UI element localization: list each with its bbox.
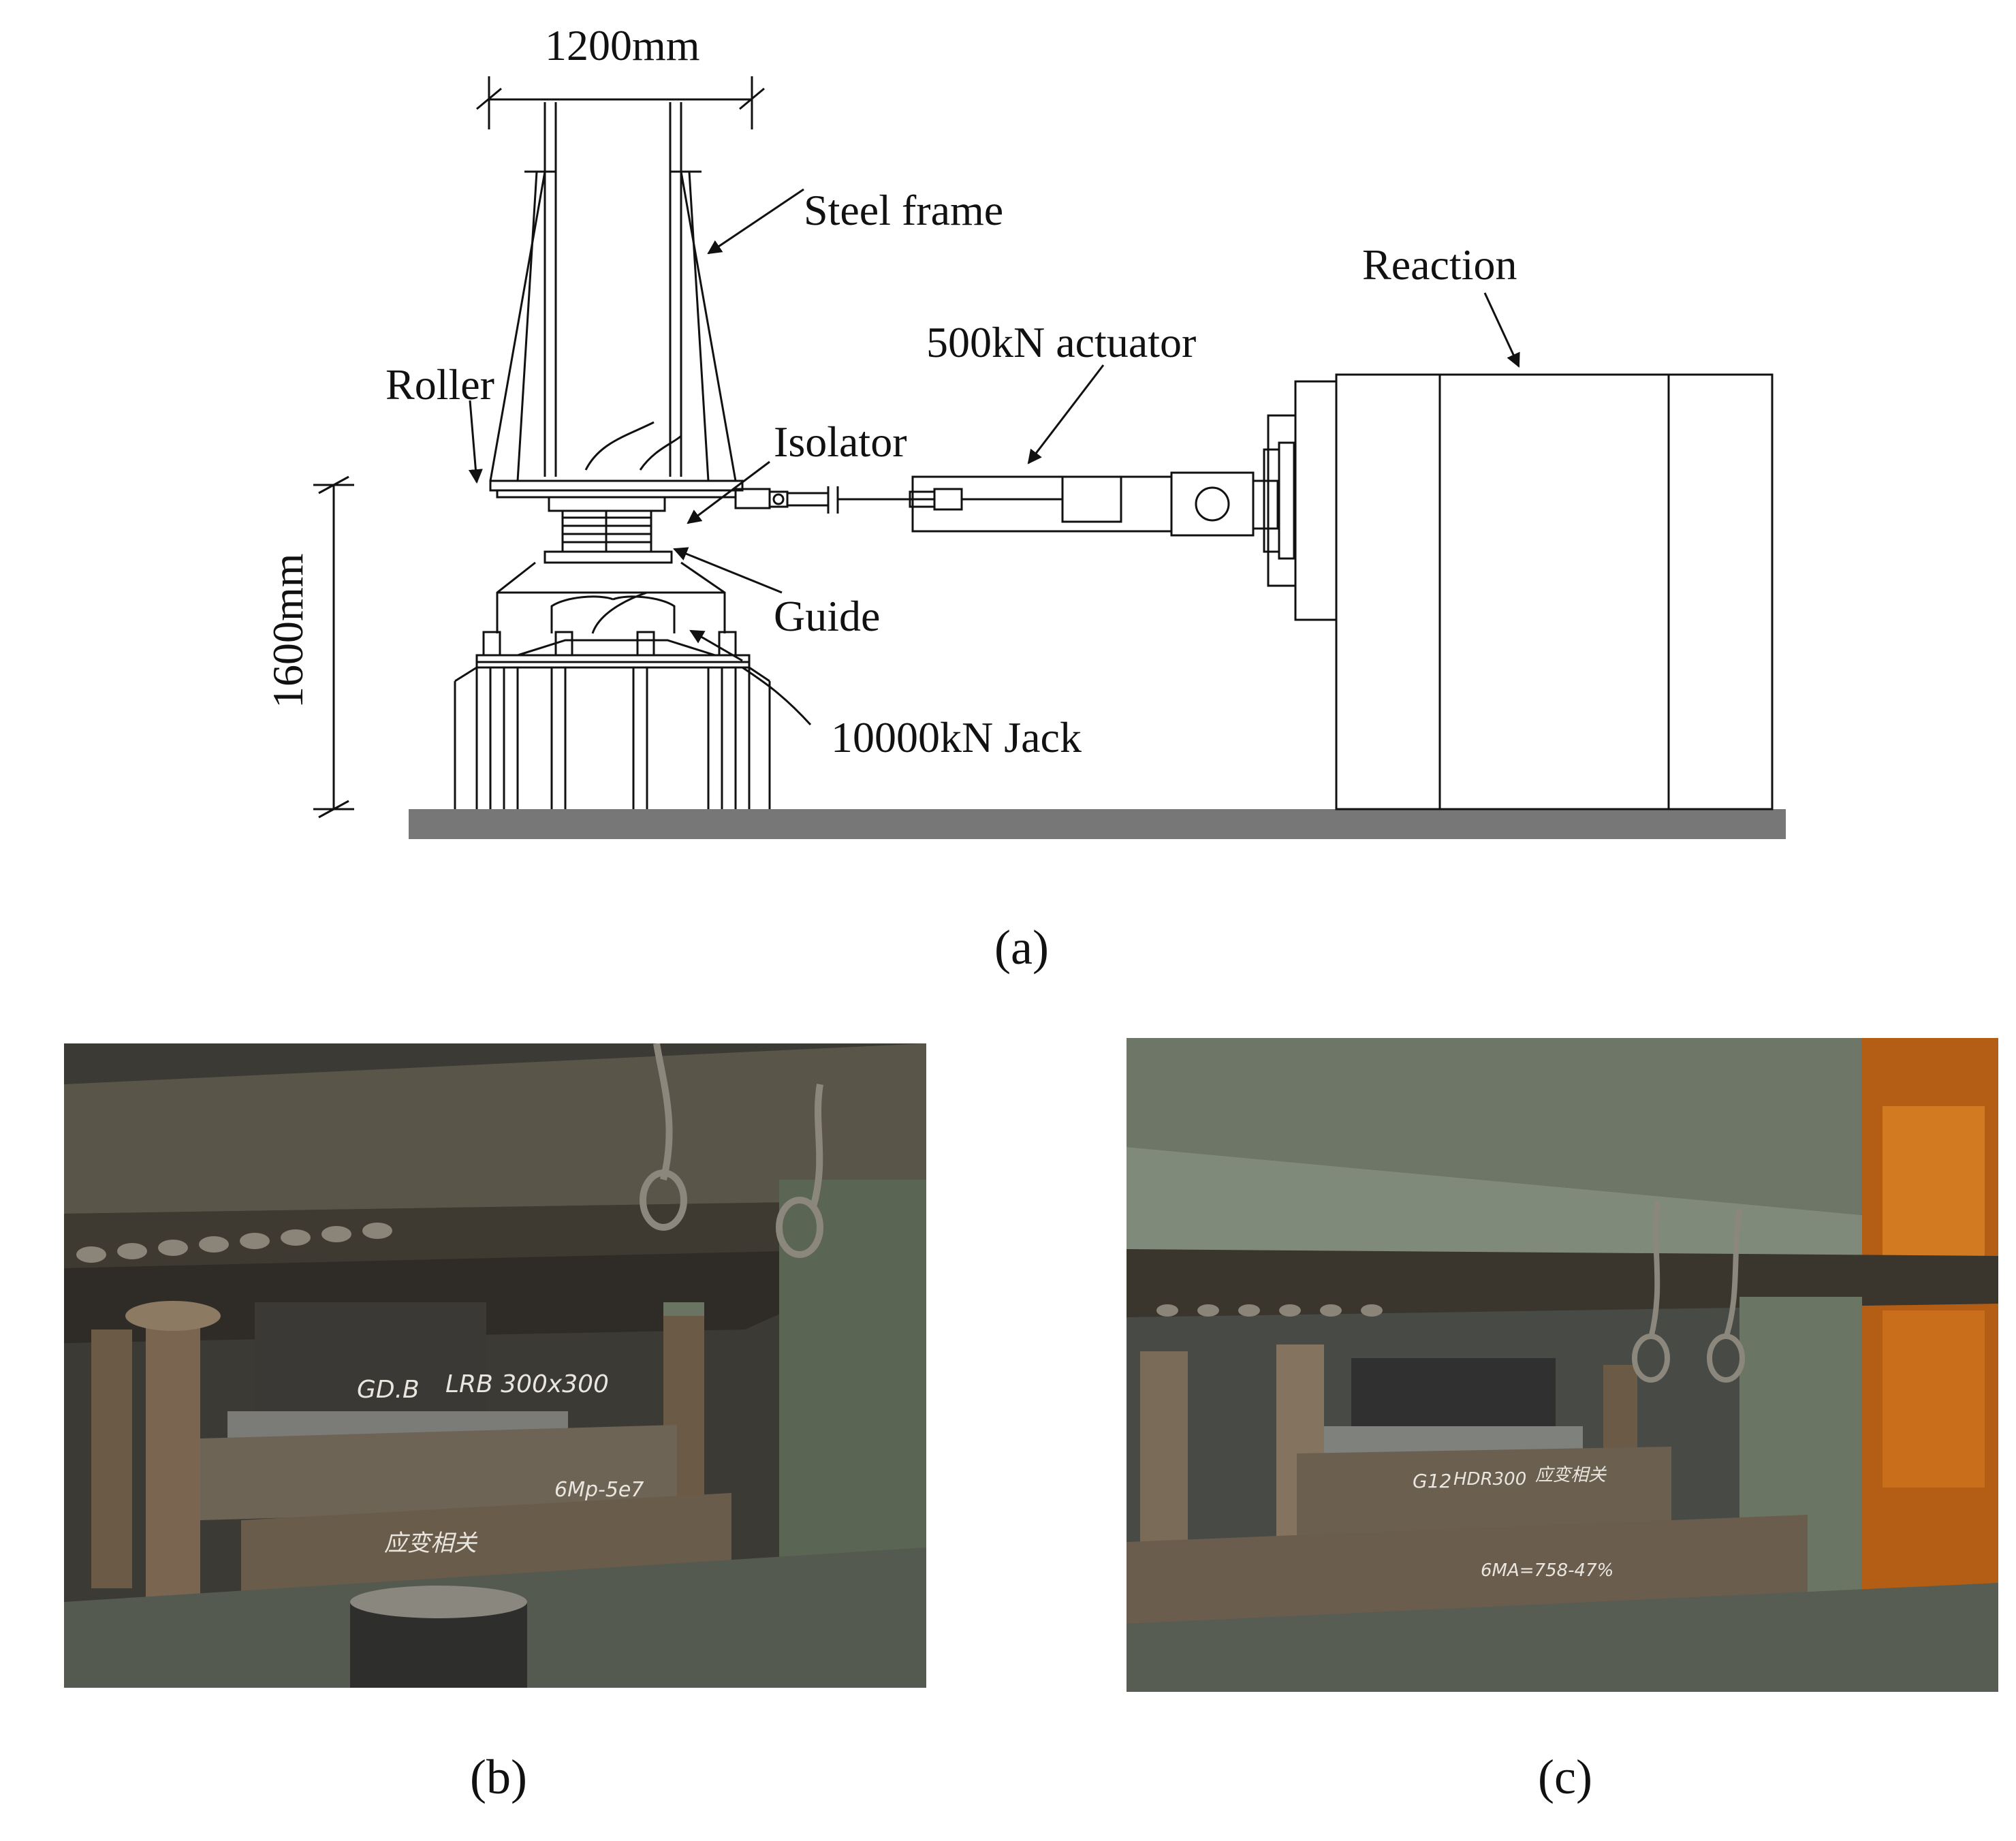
- mark-hdr: HDR300: [1453, 1469, 1526, 1490]
- label-actuator: 500kN actuator: [926, 318, 1196, 366]
- mark-gmp: 6Mp-5e7: [554, 1478, 644, 1502]
- label-height: 1600mm: [264, 553, 312, 708]
- photo-b: GD.B LRB 300x300 6Mp-5e7 应变相关: [64, 1043, 926, 1688]
- mark-gdb: GD.B: [357, 1376, 420, 1404]
- caption-a: (a): [994, 920, 1049, 975]
- mark-g12: G12: [1413, 1470, 1451, 1492]
- roller: [734, 486, 910, 514]
- steel-frame: [489, 102, 744, 499]
- label-jack: 10000kN Jack: [831, 713, 1082, 761]
- label-reaction: Reaction: [1362, 240, 1517, 289]
- jack-leader-arrow: [689, 629, 743, 662]
- mark-lrb: LRB 300x300: [445, 1370, 609, 1398]
- photo-c-illustration: G12 HDR300 应变相关 6MA=758-47%: [1127, 1038, 1998, 1692]
- height-dimension: [313, 475, 354, 819]
- jack: [454, 631, 771, 809]
- steel-frame-leader: [707, 188, 804, 255]
- label-width: 1200mm: [545, 21, 700, 69]
- ground-slab: [409, 809, 1786, 839]
- label-guide: Guide: [774, 592, 880, 640]
- label-isolator: Isolator: [774, 418, 907, 466]
- caption-c: (c): [1538, 1750, 1592, 1804]
- photo-c: G12 HDR300 应变相关 6MA=758-47%: [1127, 1038, 1998, 1692]
- guide: [496, 561, 726, 634]
- isolator: [544, 496, 673, 564]
- isolator-leader: [687, 460, 770, 524]
- width-dimension: [476, 76, 765, 129]
- reaction-leader: [1483, 292, 1520, 368]
- jack-leader: [742, 666, 812, 726]
- caption-b: (b): [470, 1750, 527, 1804]
- mark-strain-b: 应变相关: [384, 1530, 478, 1557]
- actuator: [909, 380, 1338, 621]
- guide-leader: [673, 547, 783, 594]
- test-setup-diagram: 1200mm Steel frame Reaction 500kN actuat…: [264, 21, 1786, 839]
- mark-gma: 6MA=758-47%: [1481, 1560, 1613, 1581]
- photo-b-illustration: GD.B LRB 300x300 6Mp-5e7 应变相关: [64, 1043, 926, 1688]
- reaction-wall: [1335, 373, 1774, 811]
- label-roller: Roller: [385, 360, 494, 409]
- mark-strain-c: 应变相关: [1535, 1465, 1607, 1485]
- label-steel-frame: Steel frame: [804, 186, 1003, 234]
- roller-leader: [468, 400, 483, 484]
- actuator-leader: [1027, 364, 1105, 465]
